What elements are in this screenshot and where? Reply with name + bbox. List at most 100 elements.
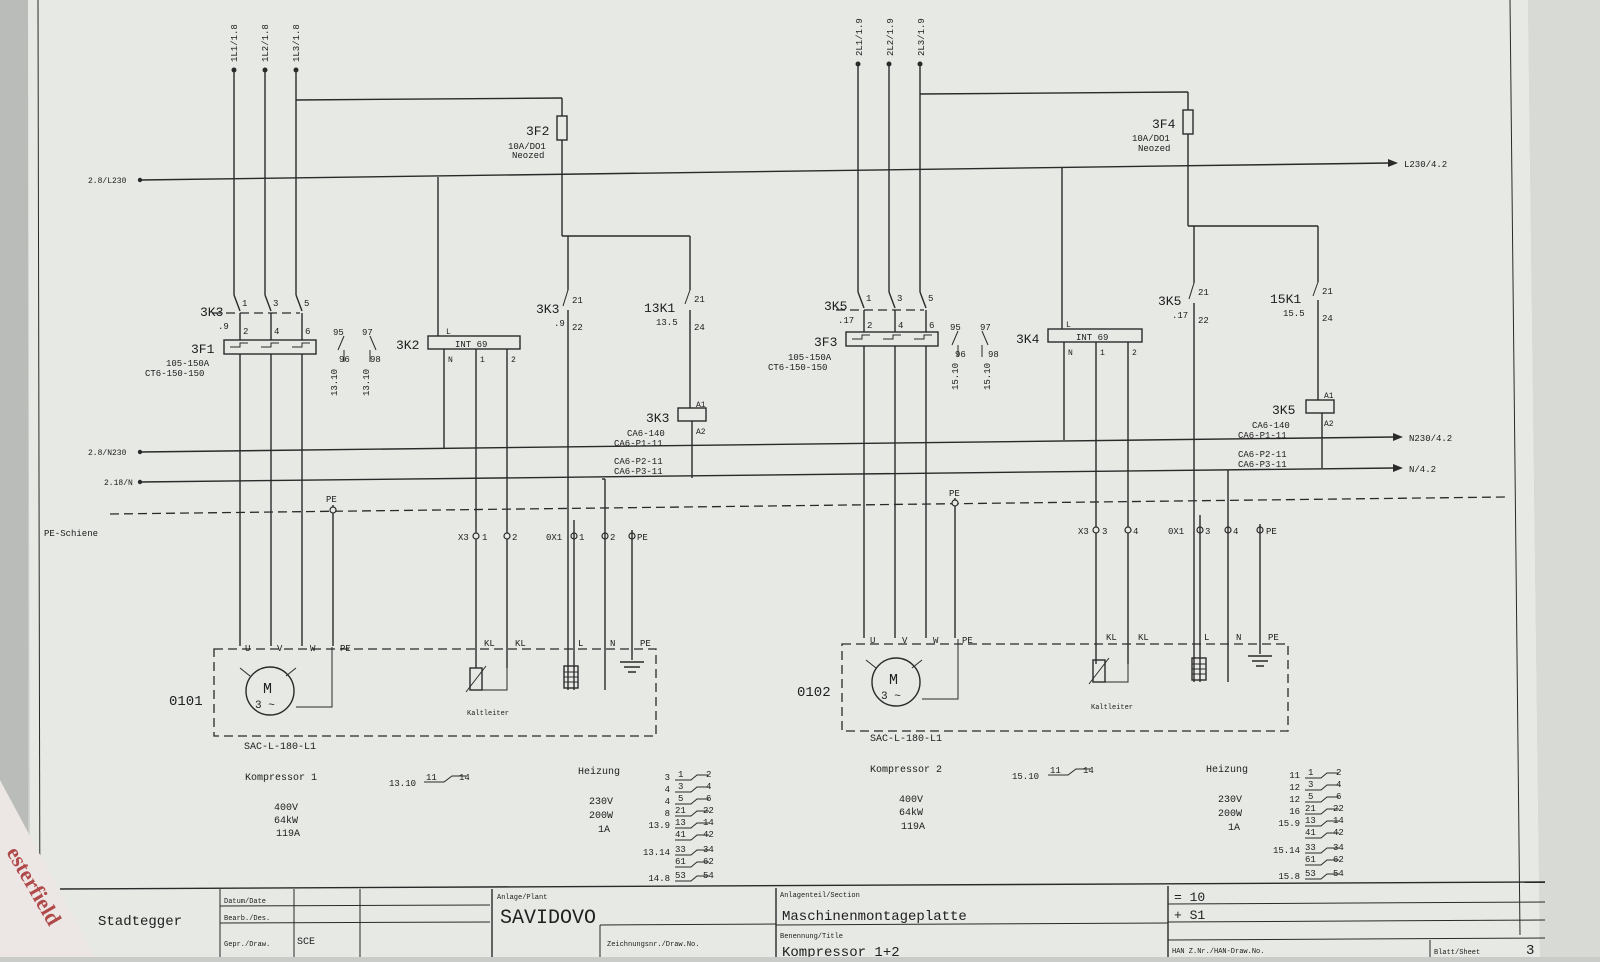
g2-motor-u: U bbox=[870, 636, 875, 646]
g1-motor-n: N bbox=[610, 639, 615, 649]
right-fold bbox=[1528, 0, 1600, 957]
g2-h-current: 1A bbox=[1228, 823, 1240, 834]
group2-wiring bbox=[836, 61, 1335, 732]
g2-kaltleiter: Kaltleiter bbox=[1091, 704, 1133, 712]
g2-int69-l: L bbox=[1066, 321, 1071, 330]
g1-kaltleiter: Kaltleiter bbox=[467, 710, 509, 718]
g2-motor-id: 0102 bbox=[797, 685, 831, 701]
feed-label: 1L1/1.8 bbox=[230, 24, 240, 62]
g2-current: 119A bbox=[901, 822, 925, 833]
g1-motor-symbol: M bbox=[263, 681, 272, 698]
g2-xref-ref: 15.8 bbox=[1278, 872, 1300, 882]
g2-motor-pe: PE bbox=[962, 636, 973, 646]
g2-aux-contact-b: 22 bbox=[1198, 316, 1209, 326]
g2-15k1-ref: 15K1 bbox=[1270, 292, 1301, 307]
g1-13k1-ref: 13K1 bbox=[644, 301, 675, 316]
g1-xref-a: 13 bbox=[675, 818, 686, 828]
g2-term-2: 4 bbox=[1133, 527, 1138, 537]
g1-t1: 1 bbox=[242, 299, 247, 309]
g2-motor-kl1: KL bbox=[1106, 633, 1117, 643]
g1-aux-96: 96 bbox=[339, 355, 350, 365]
g1-xref-ref: 4 bbox=[665, 785, 670, 795]
g2-overload-ref: 3F3 bbox=[814, 335, 837, 350]
g1-xref-a: 21 bbox=[675, 806, 686, 816]
g1-term-x3: X3 bbox=[458, 533, 469, 543]
tb-zeichnung-label: Zeichnungsnr./Draw.No. bbox=[607, 941, 699, 949]
g2-15k1-a: 21 bbox=[1322, 287, 1333, 297]
g2-xref-a: 61 bbox=[1305, 855, 1316, 865]
g1-xref-ref: 3 bbox=[665, 773, 670, 783]
g1-motor-v: V bbox=[277, 644, 283, 654]
g2-motor-pe2: PE bbox=[1268, 633, 1279, 643]
tb-datum: Datum/Date bbox=[224, 898, 266, 906]
g2-pe-label: PE bbox=[949, 489, 960, 499]
group1-wiring bbox=[212, 67, 707, 737]
g1-motor-model: SAC-L-180-L1 bbox=[244, 742, 316, 753]
tb-anlage: SAVIDOVO bbox=[500, 907, 596, 930]
g2-term-ox1: 0X1 bbox=[1168, 527, 1184, 537]
g2-coil-a1: A1 bbox=[1324, 392, 1334, 401]
g2-t4: 4 bbox=[898, 321, 903, 331]
tb-gepr-value: SCE bbox=[297, 937, 315, 948]
tb-blatt: 3 bbox=[1526, 943, 1534, 957]
g1-fuse-type: Neozed bbox=[512, 151, 544, 161]
title-block bbox=[59, 881, 1546, 957]
g1-motor-w: W bbox=[310, 644, 316, 654]
g1-motor-kl2: KL bbox=[515, 639, 526, 649]
g1-contactor-ref2: .9 bbox=[218, 322, 229, 332]
tb-section-label: Anlagenteil/Section bbox=[780, 892, 860, 900]
rail-n230-left: 2.8/N230 bbox=[88, 449, 127, 458]
g2-motor-kl2: KL bbox=[1138, 633, 1149, 643]
g1-coil-t1: CA6-140 bbox=[627, 429, 665, 439]
g1-t6: 6 bbox=[305, 327, 310, 337]
g1-coil-t3: CA6-P2-11 bbox=[614, 457, 663, 467]
g2-contact-a: 11 bbox=[1050, 766, 1061, 776]
g1-heizung: Heizung bbox=[578, 766, 620, 778]
pe-bar-label: PE-Schiene bbox=[44, 529, 98, 539]
tb-bearb: Bearb./Des. bbox=[224, 915, 270, 923]
g2-aux-contact-ref2: .17 bbox=[1172, 311, 1188, 321]
rail-l230-left: 2.8/L230 bbox=[88, 177, 127, 186]
g2-t1: 1 bbox=[866, 294, 871, 304]
g1-term-pe: PE bbox=[637, 533, 648, 543]
g2-coil-ref: 3K5 bbox=[1272, 403, 1295, 418]
g1-xref-a: 61 bbox=[675, 857, 686, 867]
g1-xref-a: 5 bbox=[678, 794, 683, 804]
g1-coil-t4: CA6-P3-11 bbox=[614, 467, 663, 477]
paper-sheet bbox=[28, 0, 1540, 957]
tb-section: Maschinenmontageplatte bbox=[782, 909, 967, 925]
g2-coil-t4: CA6-P3-11 bbox=[1238, 460, 1287, 470]
g2-xref-ref: 15.14 bbox=[1273, 846, 1300, 856]
g1-xref-ref: 4 bbox=[665, 797, 670, 807]
g2-voltage: 400V bbox=[899, 795, 923, 806]
g1-aux-97: 97 bbox=[362, 328, 373, 338]
g2-h-voltage: 230V bbox=[1218, 795, 1242, 806]
g2-15k1-ref2: 15.5 bbox=[1283, 309, 1305, 319]
g2-motor-v: V bbox=[902, 636, 908, 646]
rails bbox=[109, 159, 1506, 515]
tb-eq2: + S1 bbox=[1174, 908, 1205, 923]
g1-current: 119A bbox=[276, 829, 300, 840]
g2-aux-95: 95 bbox=[950, 323, 961, 333]
g1-aux-ref-a: 13.10 bbox=[330, 369, 340, 396]
g1-motor-pe2: PE bbox=[640, 639, 651, 649]
g2-coil-a2: A2 bbox=[1324, 420, 1334, 429]
g1-h-voltage: 230V bbox=[589, 797, 613, 808]
g1-int69-n: N bbox=[448, 356, 453, 365]
g2-motor-model: SAC-L-180-L1 bbox=[870, 734, 942, 745]
g2-aux-96: 96 bbox=[955, 350, 966, 360]
g1-term-1: 1 bbox=[482, 533, 487, 543]
g1-aux-95: 95 bbox=[333, 328, 344, 338]
g2-xref-a: 41 bbox=[1305, 828, 1316, 838]
g1-overload-type: CT6-150-150 bbox=[145, 369, 204, 379]
g1-fuse-spec: 10A/DO1 bbox=[508, 142, 546, 152]
g1-13k1-a: 21 bbox=[694, 295, 705, 305]
g2-fuse-spec: 10A/DO1 bbox=[1132, 134, 1170, 144]
pen-object bbox=[0, 780, 95, 957]
g1-xref-ref: 13.14 bbox=[643, 848, 670, 858]
tb-gepr: Gepr./Draw. bbox=[224, 941, 270, 949]
g2-motor-symbol: M bbox=[889, 672, 898, 689]
g1-xref-a: 33 bbox=[675, 845, 686, 855]
